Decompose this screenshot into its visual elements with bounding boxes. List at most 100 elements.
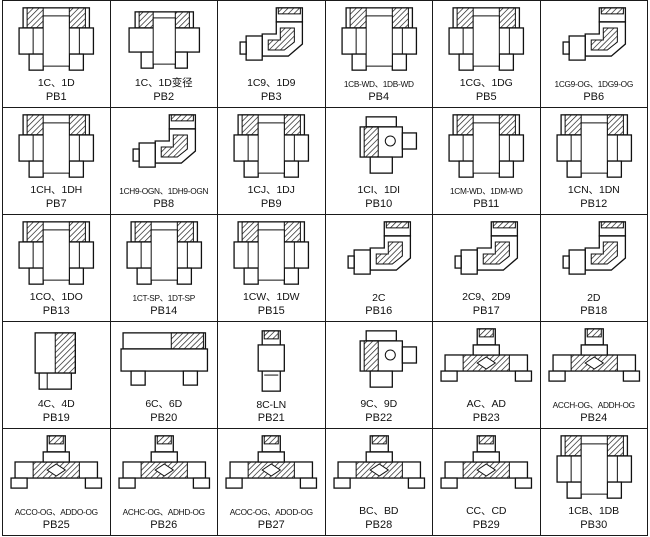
reducing-fitting-icon	[111, 3, 218, 75]
plug-fitting-icon	[3, 324, 110, 396]
long-fitting-icon	[111, 324, 218, 396]
model-label: 1CG9-OG、1DG9-OG	[554, 79, 634, 89]
part-code: PB25	[42, 519, 70, 531]
tee-fitting-icon	[218, 431, 325, 503]
model-label: 4C、4D	[37, 398, 75, 410]
part-code: PB19	[42, 412, 70, 424]
part-code: PB12	[580, 198, 608, 210]
catalog-item: 1C、1D PB1	[3, 1, 111, 108]
part-code: PB7	[45, 198, 67, 210]
model-label: 2C9、2D9	[462, 291, 511, 303]
model-label: CC、CD	[466, 505, 507, 517]
sleeve-fitting-icon	[218, 324, 325, 396]
part-code: PB26	[150, 519, 178, 531]
catalog-item: 1CM-WD、1DM-WD PB11	[433, 108, 541, 215]
part-code: PB15	[257, 305, 285, 317]
catalog-item: 1CH、1DH PB7	[3, 108, 111, 215]
part-code: PB2	[153, 91, 175, 103]
catalog-item: 1CO、1DO PB13	[3, 215, 111, 322]
part-code: PB29	[472, 519, 500, 531]
part-code: PB1	[45, 91, 67, 103]
swivel-fitting-icon	[326, 324, 433, 396]
model-label: 1CM-WD、1DM-WD	[449, 186, 523, 196]
part-code: PB11	[473, 198, 500, 210]
catalog-item: 1CI、1DI PB10	[325, 108, 433, 215]
part-code: PB14	[150, 305, 178, 317]
model-label: 1CO、1DO	[29, 291, 83, 303]
catalog-item: 4C、4D PB19	[3, 322, 111, 429]
part-code: PB23	[472, 412, 500, 424]
straight-fitting-icon	[111, 217, 218, 289]
tee-fitting-icon	[541, 324, 648, 396]
model-label: 1CI、1DI	[357, 184, 401, 196]
tee-fitting-icon	[326, 431, 433, 503]
part-code: PB3	[260, 91, 282, 103]
part-code: PB21	[257, 412, 285, 424]
model-label: 1CH9-OGN、1DH9-OGN	[119, 186, 209, 196]
catalog-item: 1CB、1DB PB30	[540, 429, 648, 536]
elbow-fitting-icon	[326, 217, 433, 289]
straight-fitting-icon	[433, 3, 540, 75]
model-label: 6C、6D	[145, 398, 183, 410]
straight-fitting-icon	[541, 431, 648, 503]
elbow-fitting-icon	[111, 110, 218, 182]
model-label: 1CW、1DW	[243, 291, 300, 303]
tee-fitting-icon	[433, 431, 540, 503]
straight-fitting-icon	[3, 110, 110, 182]
catalog-item: ACOC-OG、ADOD-OG PB27	[218, 429, 326, 536]
part-code: PB24	[580, 412, 608, 424]
part-code: PB30	[580, 519, 608, 531]
straight-fitting-icon	[3, 3, 110, 75]
straight-fitting-icon	[218, 110, 325, 182]
part-code: PB4	[368, 91, 390, 103]
model-label: ACOC-OG、ADOD-OG	[229, 507, 313, 517]
catalog-item: 1CW、1DW PB15	[218, 215, 326, 322]
straight-fitting-icon	[3, 217, 110, 289]
tee-fitting-icon	[111, 431, 218, 503]
swivel-fitting-icon	[326, 110, 433, 182]
part-code: PB18	[580, 305, 608, 317]
catalog-item: 6C、6D PB20	[110, 322, 218, 429]
model-label: 1C、1D	[37, 77, 75, 89]
model-label: 1CT-SP、1DT-SP	[132, 293, 196, 303]
model-label: ACHC-OG、ADHD-OG	[122, 507, 205, 517]
elbow-fitting-icon	[218, 3, 325, 75]
straight-fitting-icon	[541, 110, 648, 182]
straight-fitting-icon	[326, 3, 433, 75]
model-label: 9C、9D	[360, 398, 398, 410]
model-label: 2D	[587, 292, 601, 304]
tee-fitting-icon	[3, 431, 110, 503]
model-label: 1CB、1DB	[568, 505, 620, 517]
part-code: PB20	[150, 412, 178, 424]
tee-fitting-icon	[433, 324, 540, 396]
part-code: PB16	[365, 305, 393, 317]
elbow-fitting-icon	[433, 217, 540, 289]
part-code: PB27	[257, 519, 285, 531]
model-label: 8C-LN	[256, 399, 287, 411]
model-label: 1C、1D变径	[134, 77, 193, 89]
part-code: PB9	[260, 198, 282, 210]
model-label: 1CN、1DN	[567, 184, 620, 196]
catalog-item: 9C、9D PB22	[325, 322, 433, 429]
part-code: PB22	[365, 412, 393, 424]
catalog-item: CC、CD PB29	[433, 429, 541, 536]
part-code: PB10	[365, 198, 393, 210]
catalog-item: AC、AD PB23	[433, 322, 541, 429]
catalog-item: ACCH-OG、ADDH-OG PB24	[540, 322, 648, 429]
model-label: AC、AD	[466, 398, 506, 410]
straight-fitting-icon	[433, 110, 540, 182]
model-label: 1CJ、1DJ	[247, 184, 295, 196]
model-label: ACCH-OG、ADDH-OG	[552, 400, 635, 410]
catalog-item: 1CT-SP、1DT-SP PB14	[110, 215, 218, 322]
part-code: PB13	[42, 305, 70, 317]
model-label: 1CH、1DH	[30, 184, 83, 196]
